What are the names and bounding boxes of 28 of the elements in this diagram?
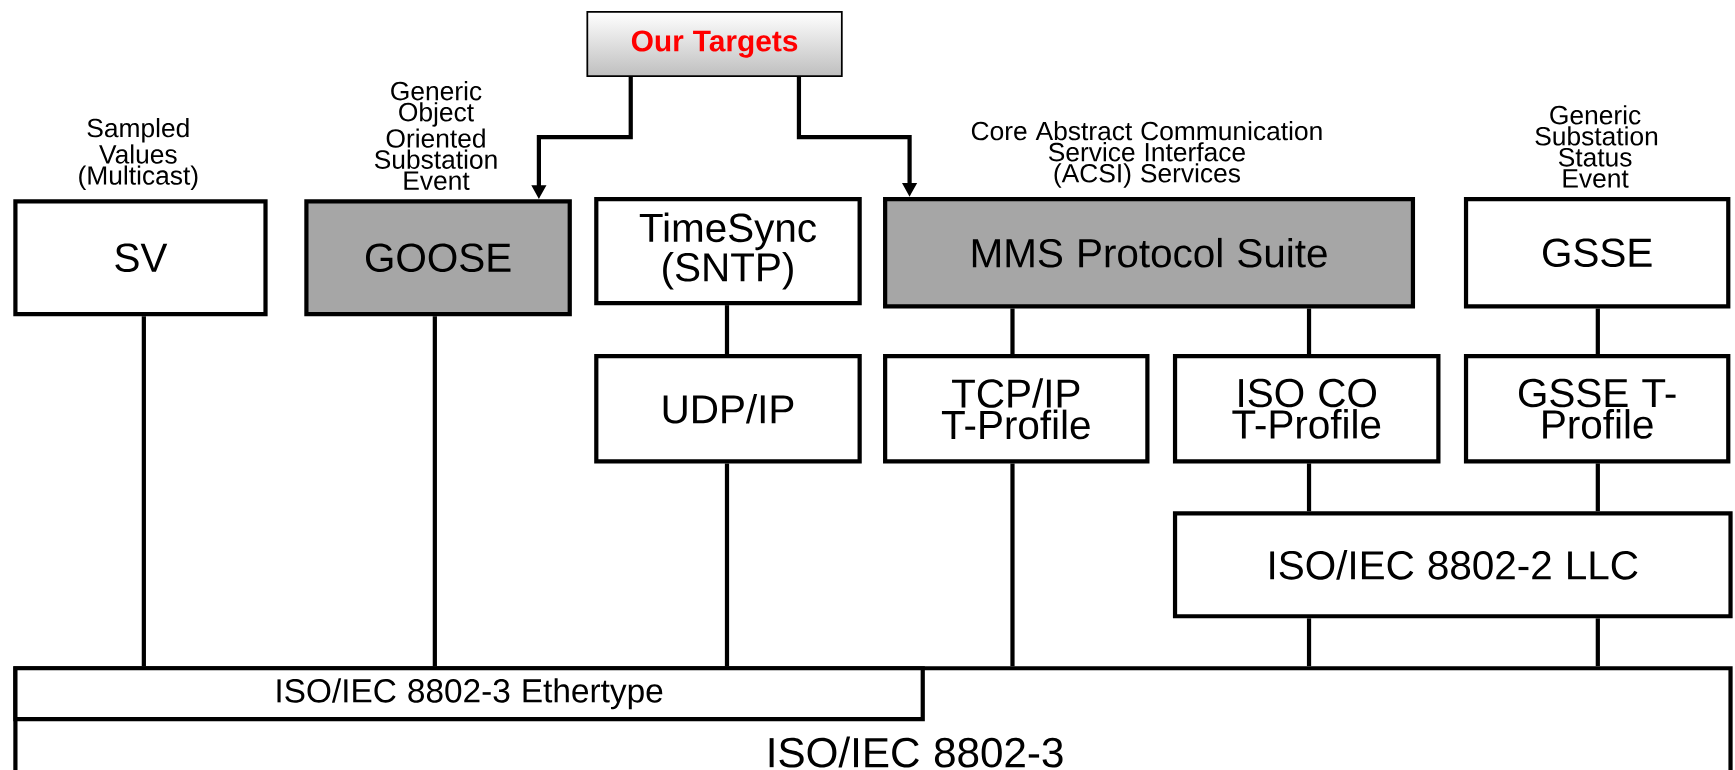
caption-text: Generic Object Oriented Substation Event [374, 81, 497, 190]
caption-text: Generic Substation Status Event [1535, 105, 1658, 188]
connector-line [1010, 308, 1015, 355]
protocol-box: GSSE T-Profile [1463, 354, 1731, 464]
protocol-box: ISO/IEC 8802-2 LLC [1172, 511, 1733, 619]
connector-line [432, 316, 437, 667]
connector-line [724, 463, 730, 667]
connector-line [1306, 618, 1312, 667]
connector-line [724, 305, 730, 355]
connector-line [1306, 308, 1312, 355]
connector-line [1010, 463, 1015, 667]
protocol-box: GSSE [1463, 196, 1731, 309]
target-box: Our Targets [586, 10, 843, 77]
highlighted-protocol-box: GOOSE [304, 199, 572, 317]
protocol-box: ISO CO T-Profile [1172, 354, 1441, 464]
caption-text: Sampled Values (Multicast) [79, 117, 198, 190]
connector-line [1595, 308, 1600, 355]
protocol-box: TimeSync (SNTP) [594, 196, 862, 306]
connector-line [1595, 463, 1600, 512]
connector-line [1595, 618, 1600, 667]
protocol-box: SV [13, 199, 268, 317]
protocol-box: ISO/IEC 8802-3 Ethertype [13, 666, 925, 722]
caption-text: Core Abstract Communication Service Interface (ACSI) Services [971, 120, 1322, 188]
connector-line [1306, 463, 1312, 512]
protocol-box: UDP/IP [594, 354, 862, 464]
protocol-box: TCP/IP T-Profile [883, 354, 1150, 464]
connector-line [141, 316, 146, 667]
highlighted-protocol-box: MMS Protocol Suite [883, 196, 1416, 309]
